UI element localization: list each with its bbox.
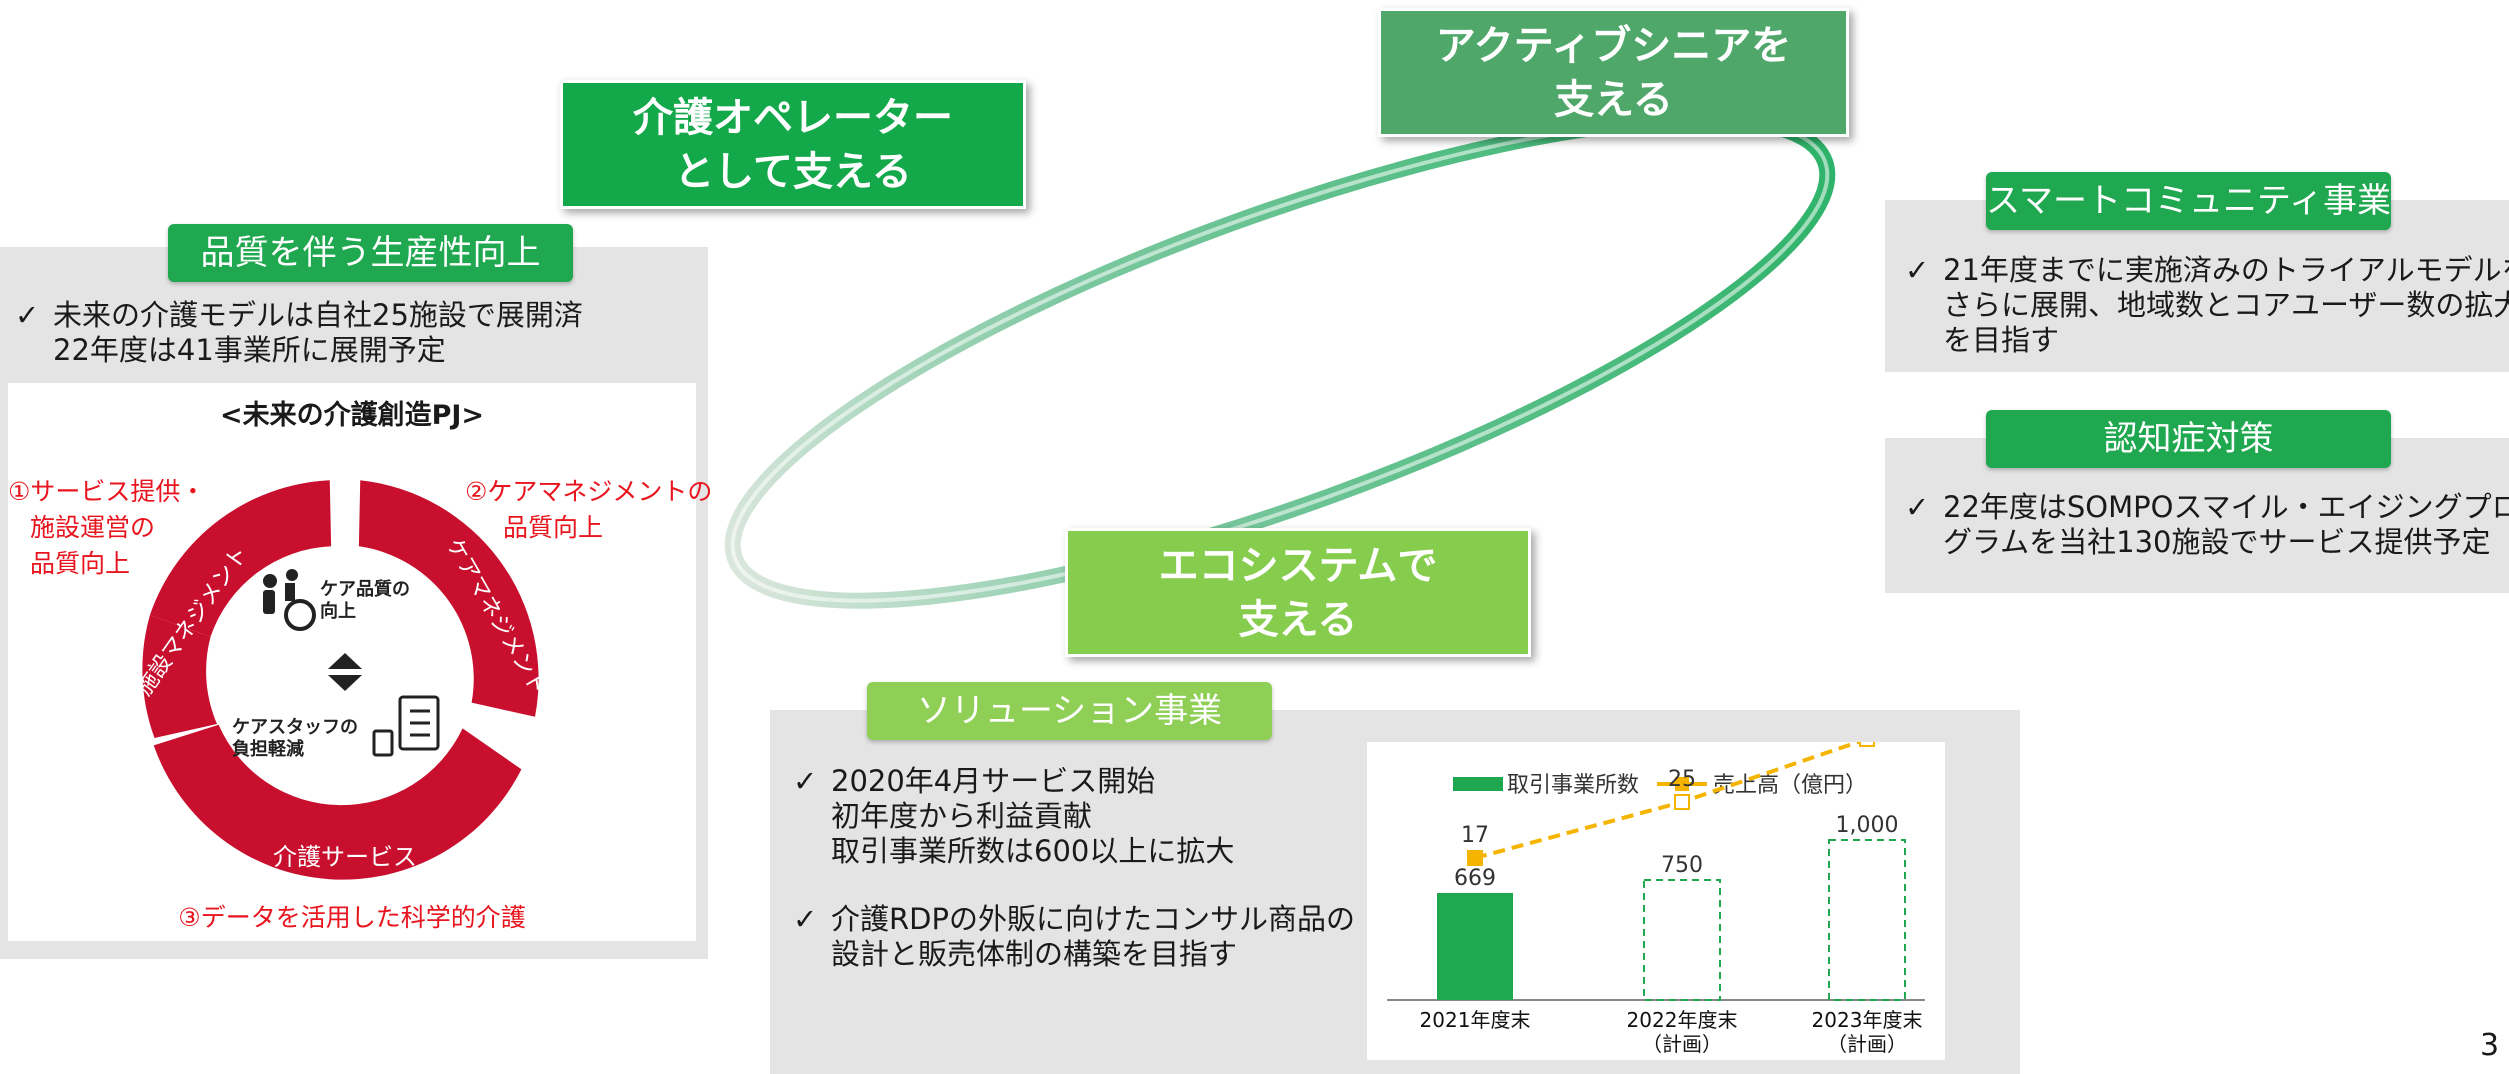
check-icon: ✓ [793,902,818,936]
legend-line-marker [1675,777,1689,791]
category-label-0-0: 2021年度末 [1420,1008,1531,1032]
care-operator-line1: 介護オペレーター [633,95,953,141]
solution-bullet2-line2: 設計と販売体制の構築を目指す [831,937,1238,971]
pj-title: <未来の介護創造PJ> [219,400,485,431]
solution-bullet2-line1: 介護RDPの外販に向けたコンサル商品の [831,902,1355,936]
sales-line [1474,742,1865,860]
label-1-line1: ①サービス提供・ [8,477,206,506]
active-senior-line2: 支える [1554,77,1673,123]
ecosystem-line1: エコシステムで [1158,543,1438,589]
productivity-bullet-line1: 未来の介護モデルは自社25施設で展開済 [53,298,583,332]
sales-point-0 [1467,850,1483,866]
bar-0 [1437,892,1513,1000]
solution-bullet1-line1: 2020年4月サービス開始 [831,764,1156,798]
smart-community-line1: 21年度までに実施済みのトライアルモデルを [1943,253,2509,287]
ecosystem-line2: 支える [1238,597,1358,643]
check-icon: ✓ [1905,490,1930,524]
active-senior-line1: アクティブシニアを [1435,23,1792,69]
bar-2 [1828,839,1906,1001]
productivity-bullet-line2: 22年度は41事業所に展開予定 [53,333,446,367]
solution-bullet1-line3: 取引事業所数は600以上に拡大 [831,834,1235,868]
bar-label-2: 1,000 [1836,813,1899,838]
bar-label-0: 669 [1454,866,1496,891]
label-2: ②ケアマネジメントの 品質向上 [465,472,712,544]
sales-point-1 [1674,794,1690,810]
check-icon: ✓ [793,764,818,798]
checklist-icon [372,695,440,757]
dementia-line1: 22年度はSOMPOスマイル・エイジングプロ [1943,490,2509,524]
center-top-line1: ケア品質の [320,578,410,600]
smart-community-line3: を目指す [1943,323,2060,357]
bar-1 [1643,879,1721,1001]
arc-facility-management [149,480,332,637]
care-operator-line2: として支える [674,149,912,195]
sales-point-2 [1859,742,1875,747]
wheelchair-icon [263,569,316,631]
dementia-line2: グラムを当社130施設でサービス提供予定 [1943,525,2491,559]
label-2-line1: ②ケアマネジメントの [465,477,713,506]
business-chart: 取引事業所数売上高（億円）6697501,0001725342021年度末202… [1387,742,1925,1056]
care-operator-box: 介護オペレーター として支える [560,80,1026,209]
smart-community-line2: さらに展開、地域数とコアユーザー数の拡大 [1943,288,2509,322]
solution-tag: ソリューション事業 [867,682,1272,740]
page-number: 3 [2480,1028,2500,1063]
smart-community-tag: スマートコミュニティ事業 [1986,172,2391,230]
up-down-arrow-icon [328,653,362,691]
legend-bar-label: 取引事業所数 [1507,773,1639,798]
category-label-2-0: 2023年度末 [1812,1008,1923,1032]
check-icon: ✓ [1905,253,1930,287]
ecosystem-box: エコシステムで 支える [1065,528,1531,657]
label-1-line2: 施設運営の [30,513,156,542]
label-1: ①サービス提供・ 施設運営の 品質向上 [8,472,205,580]
category-label-2-1: （計画） [1827,1032,1907,1056]
dementia-tag: 認知症対策 [1986,410,2391,468]
label-3: ③データを活用した科学的介護 [178,903,526,932]
active-senior-box: アクティブシニアを 支える [1378,8,1849,137]
category-label-1-0: 2022年度末 [1627,1008,1738,1032]
arc-care-management [358,480,539,717]
arc-text-bottom: 介護サービス [273,843,417,871]
care-cycle-diagram: 施設マネジメント ケアマネジメント 介護サービス ケア品質の 向上 ケアスタッフ… [132,480,550,880]
center-bottom-line2: 負担軽減 [232,738,304,760]
sales-label-1: 25 [1668,767,1696,792]
sales-label-0: 17 [1461,823,1489,848]
label-1-line3: 品質向上 [30,549,131,578]
bar-label-1: 750 [1661,853,1703,878]
label-2-line2: 品質向上 [503,513,604,542]
productivity-tag: 品質を伴う生産性向上 [168,224,573,282]
check-icon: ✓ [15,298,40,332]
legend-line-label: 売上高（億円） [1713,773,1867,798]
arc-care-service [153,724,522,880]
center-bottom-line1: ケアスタッフの [232,717,358,738]
category-label-1-1: （計画） [1642,1032,1722,1056]
center-top-line2: 向上 [320,600,356,622]
solution-bullet1-line2: 初年度から利益貢献 [831,799,1093,833]
legend-bar-swatch [1453,777,1503,791]
